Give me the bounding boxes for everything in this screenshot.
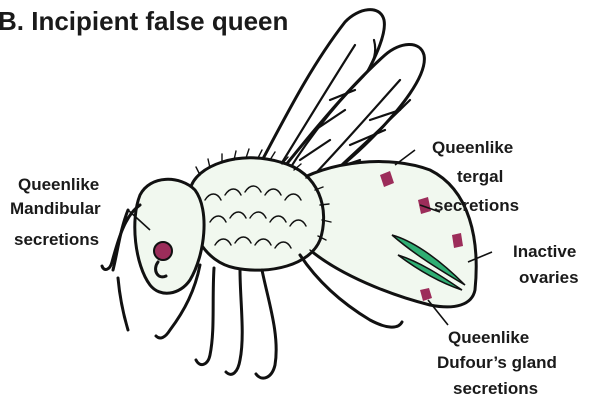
mandibular-line3: secretions — [14, 230, 99, 249]
dufour-line2: Dufour’s gland — [437, 353, 557, 372]
mandibular-gland — [154, 242, 172, 260]
diagram-title: B. Incipient false queen — [0, 6, 288, 36]
thorax — [189, 158, 323, 270]
label-mandibular: Queenlike Mandibular secretions — [10, 175, 101, 249]
label-dufour: Queenlike Dufour’s gland secretions — [437, 328, 557, 398]
label-ovaries: Inactive ovaries — [513, 242, 579, 287]
ovaries-line2: ovaries — [519, 268, 579, 287]
mandibular-line1: Queenlike — [18, 175, 99, 194]
mandibular-line2: Mandibular — [10, 199, 101, 218]
tergal-line3: secretions — [434, 196, 519, 215]
head — [135, 179, 204, 293]
tergal-line1: Queenlike — [432, 138, 513, 157]
label-tergal: Queenlike tergal secretions — [432, 138, 519, 215]
tergal-line2: tergal — [457, 167, 503, 186]
ovaries-line1: Inactive — [513, 242, 576, 261]
dufour-line1: Queenlike — [448, 328, 529, 347]
dufour-line3: secretions — [453, 379, 538, 398]
